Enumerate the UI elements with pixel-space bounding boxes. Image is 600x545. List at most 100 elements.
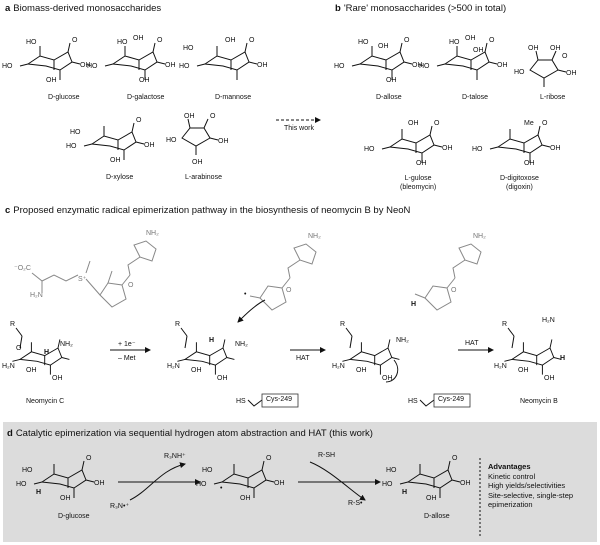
svg-text:•: •	[244, 291, 247, 298]
svg-text:O: O	[86, 455, 92, 462]
cys-label-1: Cys-249	[266, 396, 293, 403]
svg-text:OH: OH	[497, 62, 508, 69]
advantage-item: epimerization	[488, 500, 533, 509]
svg-text:HO: HO	[364, 146, 375, 153]
svg-text:OH: OH	[217, 375, 228, 382]
svg-text:OH: OH	[544, 375, 555, 382]
svg-text:OH: OH	[80, 62, 91, 69]
svg-text:OH: OH	[473, 47, 484, 54]
hat2-label: HAT	[465, 340, 479, 347]
advantages-title: Advantages	[488, 462, 531, 471]
deoxyadenosine-structure: NH₂ H O	[411, 233, 486, 311]
svg-text:OH: OH	[165, 62, 176, 69]
cys-box-1	[261, 393, 299, 408]
svg-text:O: O	[452, 455, 458, 462]
label-d-mannose: D-mannose	[215, 94, 252, 101]
svg-text:OH: OH	[274, 480, 285, 487]
svg-text:HO: HO	[2, 63, 13, 70]
svg-text:HO: HO	[386, 467, 397, 474]
svg-text:OH: OH	[528, 45, 539, 52]
svg-text:OH: OH	[144, 142, 155, 149]
svg-text:O: O	[404, 37, 410, 44]
svg-text:HO: HO	[179, 63, 190, 70]
step1-top-label: + 1e⁻	[118, 341, 136, 348]
svg-text:Me: Me	[524, 120, 534, 127]
svg-text:OH: OH	[408, 120, 419, 127]
label-l-arabinose: L-arabinose	[185, 174, 222, 181]
amine-reagent-arrow	[129, 462, 186, 501]
advantage-item: High yields/selectivities	[488, 481, 566, 490]
svg-text:OH: OH	[139, 77, 150, 84]
svg-text:OH: OH	[378, 43, 389, 50]
svg-text:HO: HO	[183, 45, 194, 52]
svg-text:HO: HO	[117, 39, 128, 46]
svg-text:HO: HO	[87, 63, 98, 70]
svg-text:OH: OH	[94, 480, 105, 487]
svg-text:H: H	[36, 489, 41, 496]
svg-text:HO: HO	[16, 481, 27, 488]
cys-label-2: Cys-249	[438, 396, 465, 403]
svg-text:OH: OH	[60, 495, 71, 502]
svg-text:HO: HO	[382, 481, 393, 488]
svg-text:O: O	[16, 345, 22, 352]
step1-bottom-label: – Met	[118, 355, 136, 362]
svg-text:OH: OH	[550, 145, 561, 152]
thiol-reagent-arrow	[309, 461, 366, 501]
svg-text:OH: OH	[240, 495, 251, 502]
svg-text:OH: OH	[184, 113, 195, 120]
svg-text:HO: HO	[196, 481, 207, 488]
svg-text:OH: OH	[524, 160, 535, 167]
svg-text:O: O	[451, 287, 457, 294]
svg-text:OH: OH	[386, 77, 397, 84]
svg-text:HO: HO	[514, 69, 525, 76]
svg-text:HO: HO	[419, 63, 430, 70]
panel-b-heading: b'Rare' monosaccharides (>500 in total)	[335, 3, 507, 14]
svg-text:O: O	[157, 37, 163, 44]
svg-text:S⁺: S⁺	[78, 276, 87, 283]
cys-bond-1	[247, 399, 263, 407]
svg-text:HO: HO	[202, 467, 213, 474]
svg-text:O: O	[489, 37, 495, 44]
cys-bond-2	[419, 399, 435, 407]
svg-text:NH₂: NH₂	[473, 233, 486, 240]
hat1-label: HAT	[296, 355, 310, 362]
svg-text:O: O	[249, 37, 255, 44]
svg-text:HO: HO	[472, 146, 483, 153]
label-this-work: This work	[284, 125, 314, 132]
svg-text:OH: OH	[356, 367, 367, 374]
svg-text:H: H	[411, 301, 416, 308]
label-d-glucose: D-glucose	[48, 94, 80, 101]
svg-text:OH: OH	[110, 157, 121, 164]
label-d-galactose: D-galactose	[127, 94, 165, 101]
label-d-glucose-d: D-glucose	[58, 513, 90, 520]
svg-text:OH: OH	[460, 480, 471, 487]
svg-text:O: O	[434, 120, 440, 127]
svg-text:O: O	[210, 113, 216, 120]
svg-text:H₂N: H₂N	[332, 363, 345, 370]
reagent1-bottom: R₃N•⁺	[110, 503, 130, 510]
svg-text:HO: HO	[334, 63, 345, 70]
svg-text:H₂N: H₂N	[30, 292, 43, 299]
svg-text:OH: OH	[191, 367, 202, 374]
reagent2-bottom: R-S•	[348, 500, 363, 507]
advantages-box: Advantages Kinetic control High yields/s…	[488, 462, 573, 510]
svg-text:H₂N: H₂N	[542, 317, 555, 324]
svg-text:O: O	[72, 37, 78, 44]
svg-text:O: O	[266, 455, 272, 462]
svg-text:OH: OH	[416, 160, 427, 167]
svg-text:OH: OH	[52, 375, 63, 382]
svg-text:H₂N: H₂N	[167, 363, 180, 370]
svg-text:OH: OH	[192, 159, 203, 166]
svg-text:H: H	[560, 355, 565, 362]
label-l-ribose: L-ribose	[540, 94, 566, 101]
svg-text:NH₂: NH₂	[60, 341, 73, 348]
